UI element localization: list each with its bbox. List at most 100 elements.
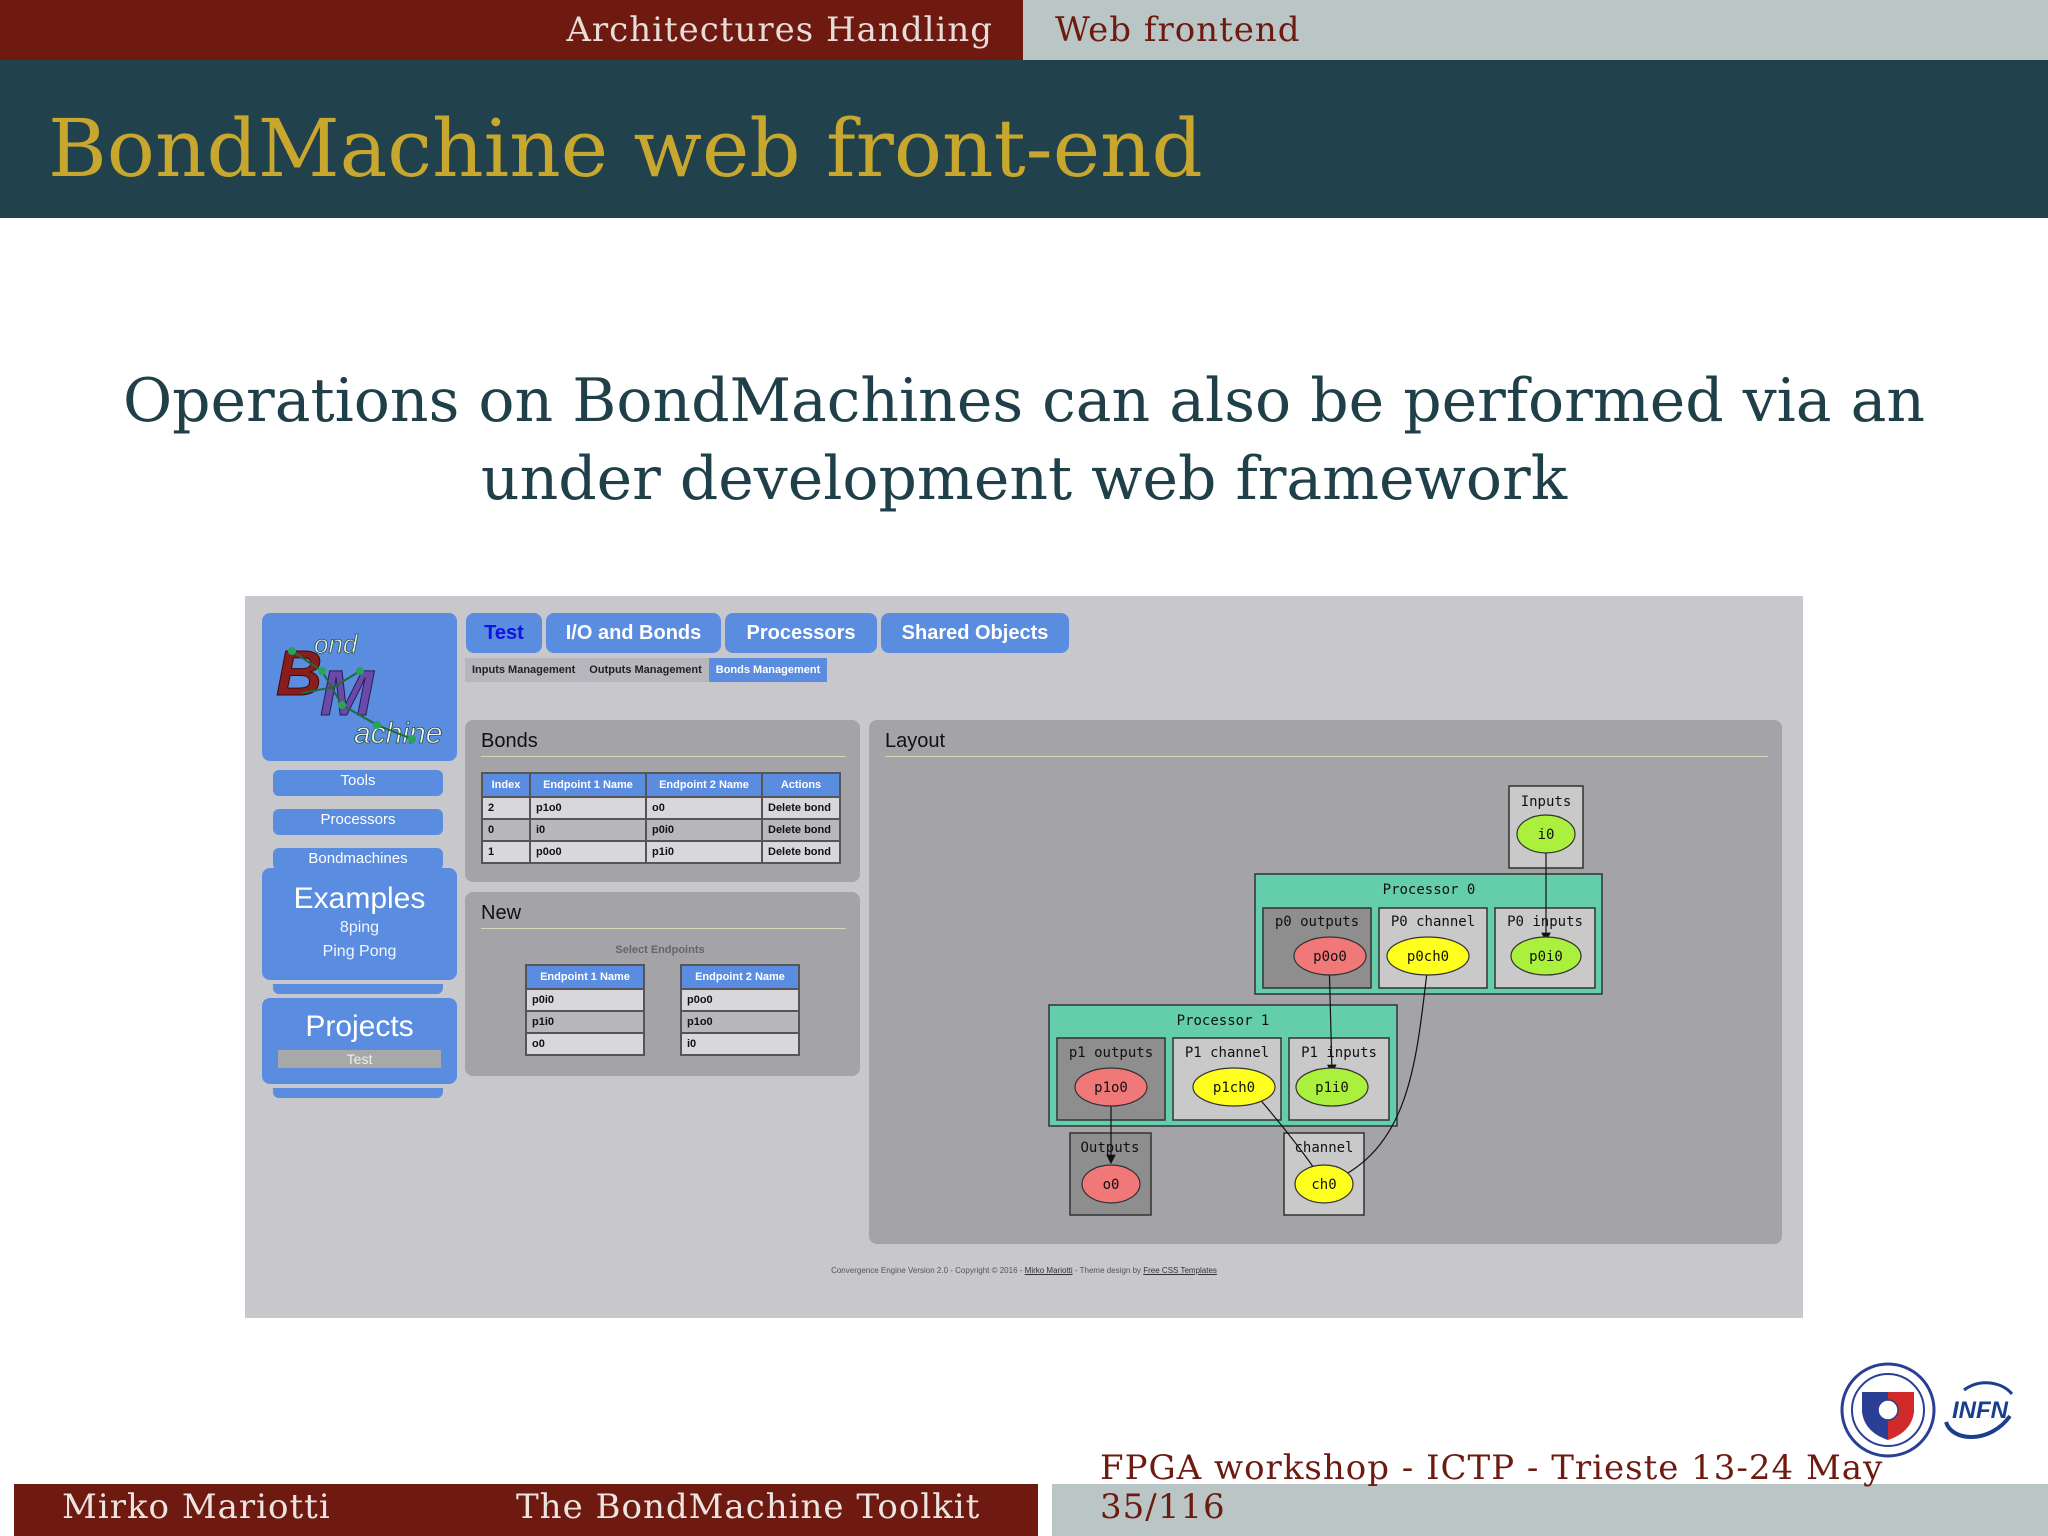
- node-p0o0[interactable]: [1293, 936, 1367, 976]
- infn-logo: INFN: [1944, 1381, 2014, 1439]
- footer-event: FPGA workshop - ICTP - Trieste 13-24 May: [1100, 1448, 1884, 1488]
- endpoint-2-option[interactable]: i0: [680, 1032, 800, 1056]
- app-footer-theme-link[interactable]: Free CSS Templates: [1143, 1266, 1217, 1275]
- footer-right-bar: [1052, 1484, 2048, 1536]
- cell-index: 0: [481, 818, 531, 842]
- svg-text:ond: ond: [314, 629, 359, 659]
- cell-endpoint-2: o0: [645, 796, 763, 820]
- node-o0-label: o0: [1103, 1177, 1120, 1193]
- app-footer: Convergence Engine Version 2.0 - Copyrig…: [245, 1266, 1803, 1275]
- delete-bond-button[interactable]: Delete bond: [761, 840, 841, 864]
- node-p0i0[interactable]: [1510, 936, 1582, 976]
- bondmachine-logo[interactable]: B ond M achine: [262, 613, 457, 761]
- footer-left-bar: [14, 1484, 1038, 1536]
- footer-title: The BondMachine Toolkit: [516, 1487, 981, 1527]
- bonds-table: Index Endpoint 1 Name Endpoint 2 Name Ac…: [481, 772, 841, 864]
- column-header-actions: Actions: [761, 772, 841, 798]
- new-bond-panel: New Select Endpoints Endpoint 1 Name p0i…: [465, 892, 860, 1076]
- cluster-p0-inputs-label: P0 inputs: [1507, 914, 1583, 930]
- tab-shared-objects[interactable]: Shared Objects: [881, 613, 1069, 653]
- table-row: 1 p0o0 p1i0 Delete bond: [481, 840, 841, 864]
- endpoint-1-option[interactable]: p0i0: [525, 988, 645, 1012]
- layout-panel-title: Layout: [885, 730, 946, 752]
- title-bar: BondMachine web front-end: [0, 60, 2048, 218]
- cluster-p1-inputs-label: P1 inputs: [1301, 1045, 1377, 1061]
- node-p0o0-label: p0o0: [1313, 949, 1347, 965]
- nav-subsection-bar: Web frontend: [1023, 0, 2048, 60]
- divider: [481, 756, 846, 757]
- node-ch0[interactable]: [1294, 1164, 1354, 1204]
- svg-text:B: B: [276, 637, 322, 709]
- edge-p0ch0-ch0: [1338, 955, 1430, 1179]
- tab-test[interactable]: Test: [466, 613, 542, 653]
- bonds-panel-title: Bonds: [481, 730, 538, 752]
- endpoint-1-select[interactable]: Endpoint 1 Name p0i0 p1i0 o0: [525, 964, 645, 1056]
- cluster-p1-channel-label: P1 channel: [1185, 1045, 1269, 1061]
- node-p1i0[interactable]: [1295, 1067, 1369, 1107]
- cell-index: 1: [481, 840, 531, 864]
- nav-section-label[interactable]: Architectures Handling: [566, 10, 993, 50]
- projects-box: Projects Test: [262, 998, 457, 1084]
- cluster-processor-0-label: Processor 0: [1383, 882, 1476, 898]
- nav-subsection-label[interactable]: Web frontend: [1055, 10, 1301, 50]
- sidebar-item-tools[interactable]: Tools: [273, 770, 443, 796]
- node-p1o0-label: p1o0: [1094, 1080, 1128, 1096]
- node-i0[interactable]: [1516, 814, 1576, 854]
- subtab-bonds-management[interactable]: Bonds Management: [708, 658, 828, 682]
- cluster-inputs-label: Inputs: [1521, 794, 1572, 810]
- node-p1ch0[interactable]: [1192, 1067, 1276, 1107]
- cell-endpoint-1: i0: [529, 818, 647, 842]
- footer-author: Mirko Mariotti: [62, 1487, 331, 1527]
- tab-processors[interactable]: Processors: [725, 613, 877, 653]
- cluster-processor-1-label: Processor 1: [1177, 1013, 1270, 1029]
- cluster-p0-outputs-label: p0 outputs: [1275, 914, 1359, 930]
- tab-io-and-bonds[interactable]: I/O and Bonds: [546, 613, 721, 653]
- endpoint-2-option[interactable]: p0o0: [680, 988, 800, 1012]
- subtab-inputs-management[interactable]: Inputs Management: [465, 658, 583, 682]
- column-header-endpoint-2: Endpoint 2 Name: [645, 772, 763, 798]
- new-bond-panel-title: New: [481, 902, 522, 924]
- logo-graphic: B ond M achine: [276, 629, 443, 751]
- svg-text:M: M: [320, 657, 375, 729]
- cell-endpoint-1: p1o0: [529, 796, 647, 820]
- examples-box: Examples 8ping Ping Pong: [262, 868, 457, 980]
- endpoint-1-option[interactable]: o0: [525, 1032, 645, 1056]
- example-link-ping-pong[interactable]: Ping Pong: [322, 943, 397, 960]
- subtab-outputs-management[interactable]: Outputs Management: [582, 658, 709, 682]
- node-p0i0-label: p0i0: [1529, 949, 1563, 965]
- node-o0[interactable]: [1081, 1164, 1141, 1204]
- column-header-endpoint-1: Endpoint 1 Name: [529, 772, 647, 798]
- select-endpoints-label: Select Endpoints: [615, 944, 705, 956]
- footer-page-number: 35/116: [1100, 1487, 1226, 1527]
- endpoint-2-option[interactable]: p1o0: [680, 1010, 800, 1034]
- sidebar-item-processors[interactable]: Processors: [273, 809, 443, 835]
- web-app-screenshot: B ond M achine Tools Processors Bondmach…: [245, 596, 1803, 1318]
- column-header-index: Index: [481, 772, 531, 798]
- node-p1o0[interactable]: [1074, 1067, 1148, 1107]
- svg-text:INFN: INFN: [1952, 1397, 2009, 1424]
- divider: [481, 928, 846, 929]
- sidebar-item-bondmachines[interactable]: Bondmachines: [273, 848, 443, 870]
- project-link-test[interactable]: Test: [278, 1050, 441, 1068]
- app-footer-author-link[interactable]: Mirko Mariotti: [1024, 1266, 1073, 1275]
- examples-title: Examples: [293, 882, 426, 915]
- node-p1ch0-label: p1ch0: [1213, 1080, 1255, 1096]
- sidebar-divider: [273, 1088, 443, 1098]
- cluster-p1-outputs-label: p1 outputs: [1069, 1045, 1153, 1061]
- nav-section-bar: Architectures Handling: [0, 0, 1023, 60]
- node-p0ch0-label: p0ch0: [1407, 949, 1449, 965]
- delete-bond-button[interactable]: Delete bond: [761, 818, 841, 842]
- endpoint-2-select[interactable]: Endpoint 2 Name p0o0 p1o0 i0: [680, 964, 800, 1056]
- divider: [885, 756, 1768, 757]
- delete-bond-button[interactable]: Delete bond: [761, 796, 841, 820]
- node-p0ch0[interactable]: [1386, 936, 1470, 976]
- cell-endpoint-1: p0o0: [529, 840, 647, 864]
- cell-endpoint-2: p0i0: [645, 818, 763, 842]
- app-footer-mid: - Theme design by: [1074, 1266, 1142, 1275]
- university-seal-logo: [1840, 1362, 1936, 1458]
- endpoint-2-header: Endpoint 2 Name: [680, 964, 800, 990]
- slide-body-text: Operations on BondMachines can also be p…: [122, 366, 1926, 514]
- endpoint-1-option[interactable]: p1i0: [525, 1010, 645, 1034]
- example-link-8ping[interactable]: 8ping: [339, 919, 380, 936]
- subtab-bar: Inputs Management Outputs Management Bon…: [465, 658, 828, 682]
